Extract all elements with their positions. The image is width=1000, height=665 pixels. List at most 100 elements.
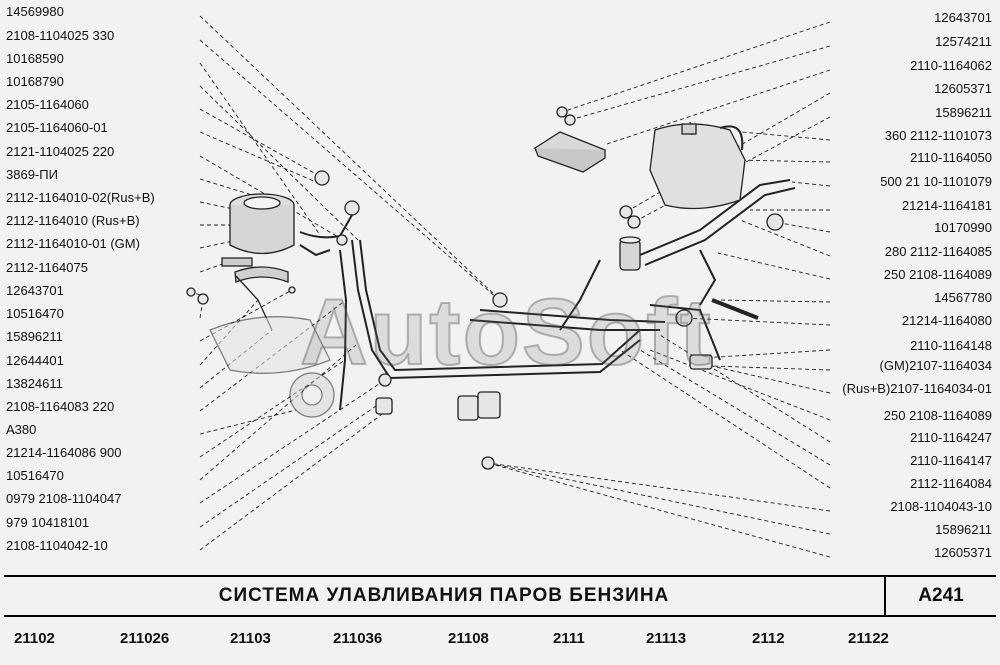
vapor-lines [299, 179, 796, 411]
part-label-left: 21214-1164086 900 [6, 445, 122, 460]
leader-line [199, 344, 357, 481]
leader-line [569, 45, 831, 121]
part-label-left: 2112-1164075 [6, 260, 88, 275]
part-label-right: 15896211 [935, 105, 992, 120]
leader-line [199, 15, 499, 299]
part-label-right: 250 2108-1164089 [883, 408, 992, 423]
model-list: 21102 211026 21103 211036 21108 2111 21113 2112… [0, 617, 1000, 661]
part-label-right: 2110-1164247 [910, 430, 992, 445]
leader-line [199, 359, 346, 458]
part-label-right: 12643701 [934, 10, 992, 25]
leader-line [199, 155, 341, 239]
leader-line [711, 365, 831, 394]
leader-line [487, 462, 831, 558]
part-label-left: A380 [6, 422, 37, 437]
leader-line [199, 409, 297, 435]
leader-line [717, 299, 831, 303]
leader-line [199, 85, 359, 241]
leader-line [561, 21, 831, 113]
leader-line [701, 349, 831, 359]
part-label-right: (GM)2107-1164034 [879, 358, 993, 373]
part-label-left: 979 10418101 [6, 515, 90, 530]
watermark: AutoSoft [299, 278, 713, 385]
leader-line [199, 405, 377, 528]
part-label-right: 2112-1164084 [910, 476, 992, 491]
title-bar: СИСТЕМА УЛАВЛИВАНИЯ ПАРОВ БЕНЗИНА А241 [4, 575, 996, 617]
mounting-bracket-part [533, 106, 607, 173]
part-label-right: 10170990 [934, 220, 992, 235]
model-code: 2112 [752, 630, 785, 647]
part-label-left: 12644401 [6, 353, 64, 368]
part-label-left: 2112-1164010-02(Rus+B) [6, 190, 155, 205]
model-code: 2111 [553, 630, 585, 647]
model-code: 21102 [14, 630, 55, 647]
part-label-right: 15896211 [935, 522, 992, 537]
part-label-right: 280 2112-1164085 [884, 244, 992, 259]
leader-line [199, 39, 506, 306]
part-label-left: 2112-1164010 (Rus+B) [6, 213, 140, 228]
canister-part [229, 193, 295, 255]
hose-clamps [314, 170, 784, 470]
part-label-right: 12605371 [934, 81, 992, 96]
part-label-right: 2110-1164148 [910, 338, 992, 353]
part-label-right: 21214-1164181 [901, 198, 992, 213]
canister-bracket-part [221, 257, 289, 331]
part-label-right: 250 2108-1164089 [883, 267, 992, 282]
model-code: 211026 [120, 630, 170, 647]
page-title: СИСТЕМА УЛАВЛИВАНИЯ ПАРОВ БЕНЗИНА [218, 585, 670, 606]
leader-line [741, 131, 831, 141]
leader-line [639, 349, 831, 466]
part-label-right: 2108-1104043-10 [890, 499, 992, 514]
part-label-left: 14569980 [6, 4, 64, 19]
diagram-code: А241 [918, 585, 964, 606]
leader-line [199, 108, 324, 179]
part-label-left: 3869-ПИ [6, 167, 58, 182]
leader-line [734, 159, 831, 163]
part-label-right: 360 2112-1101073 [884, 128, 992, 143]
leader-line [487, 462, 831, 512]
part-label-left: 12643701 [6, 283, 64, 298]
leader-line [199, 178, 263, 199]
leader-line [683, 317, 831, 326]
model-code: 21113 [646, 630, 687, 647]
title-divider [884, 577, 886, 615]
part-label-left: 10516470 [6, 306, 64, 321]
leader-line [717, 252, 831, 280]
leader-line [199, 411, 386, 551]
part-label-left: 2121-1104025 220 [6, 144, 115, 159]
part-label-left: 13824611 [6, 376, 63, 391]
part-label-left: 2105-1164060-01 [6, 120, 108, 135]
part-label-right: 12605371 [934, 545, 992, 560]
part-label-left: 10168790 [6, 74, 64, 89]
evap-system-drawing [186, 15, 831, 558]
separator-valve-part [619, 236, 641, 271]
part-label-left: 2108-1104025 330 [6, 28, 115, 43]
model-code: 21122 [848, 630, 889, 647]
model-code: 21103 [230, 630, 271, 647]
leader-line [774, 221, 831, 233]
leader-line [791, 181, 831, 187]
part-label-left: 10516470 [6, 468, 64, 483]
part-label-right: 14567780 [934, 290, 992, 305]
part-label-right: 2110-1164050 [910, 150, 992, 165]
part-label-left: 15896211 [6, 329, 63, 344]
part-label-right: 21214-1164080 [901, 313, 992, 328]
model-code: 21108 [448, 630, 489, 647]
part-label-left: 10168590 [6, 51, 64, 66]
part-label-right: (Rus+B)2107-1164034-01 [842, 381, 992, 396]
part-label-right: 2110-1164147 [910, 453, 992, 468]
fuel-pump-area [209, 316, 335, 418]
model-code: 211036 [333, 630, 383, 647]
part-label-right: 2110-1164062 [910, 58, 992, 73]
part-label-left: 2108-1164083 220 [6, 399, 115, 414]
part-label-left: 2112-1164010-01 (GM) [6, 236, 140, 251]
leader-line [199, 131, 324, 186]
leader-line [199, 379, 386, 504]
leader-line [711, 365, 831, 371]
leader-line [659, 334, 831, 443]
part-label-left: 0979 2108-1104047 [6, 491, 122, 506]
leader-line [487, 462, 831, 535]
fuel-tank-part [649, 121, 746, 210]
leader-line [603, 69, 831, 146]
